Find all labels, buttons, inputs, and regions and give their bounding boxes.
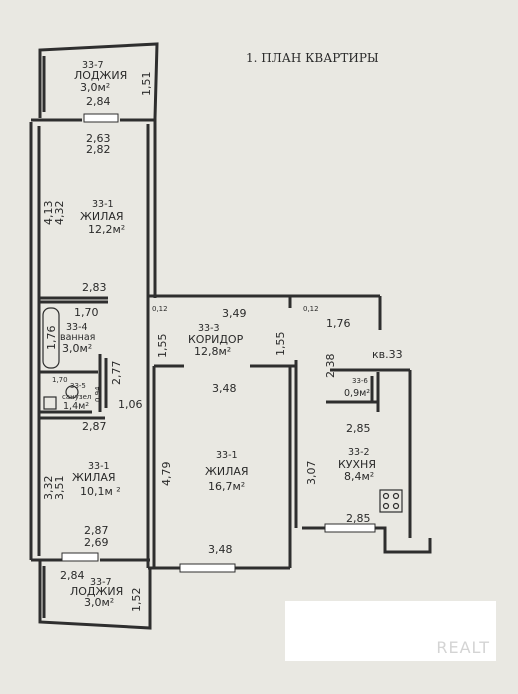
bathtub-icon [42, 307, 60, 369]
dimension-label: 1,06 [118, 398, 143, 411]
room-code: 33-1 [216, 450, 238, 461]
room-code: 33-3 [198, 323, 220, 334]
room-area: 10,1м ² [80, 485, 121, 498]
dimension-label: 2,63 [86, 132, 111, 145]
room-code: 33-7 [90, 577, 112, 588]
dimension-label: 3,51 [53, 476, 66, 501]
dimension-label: 4,32 [53, 201, 66, 226]
room-name: ЖИЛАЯ [80, 210, 124, 223]
plan-title: 1. ПЛАН КВАРТИРЫ [246, 51, 379, 65]
room-bath: 33-4 ванная 3,0м² [60, 322, 95, 355]
room-living-bottom: 33-1 ЖИЛАЯ 10,1м ² [72, 461, 121, 498]
dimension-label: 2,38 [324, 354, 337, 379]
room-name: ванная [60, 332, 95, 343]
room-loggia-bottom: 33-7 ЛОДЖИЯ 3,0м² [70, 577, 123, 609]
room-code: 33-6 [352, 377, 368, 385]
dimension-label: 2,87 [82, 420, 107, 433]
room-corridor: 33-3 КОРИДОР 12,8м² [188, 323, 244, 358]
dimension-label: 1,52 [130, 588, 143, 613]
dimension-label: 3,07 [305, 461, 318, 486]
privacy-cover: REALT [285, 601, 496, 661]
dimension-label: 2,69 [84, 536, 109, 549]
room-code: 33-7 [82, 60, 104, 71]
apartment-label: кв.33 [372, 348, 403, 361]
dimension-label: 4,13 [42, 201, 55, 226]
dimension-label: 2,85 [346, 512, 371, 525]
room-kitchen: 33-2 КУХНЯ 8,4м² [338, 447, 376, 483]
room-area: 12,2м² [88, 223, 125, 236]
dimension-label: 1,55 [156, 334, 169, 359]
room-code: 33-1 [88, 461, 110, 472]
interior-walls [39, 296, 410, 568]
room-area: 16,7м² [208, 480, 245, 493]
dimension-labels: 2,84 1,51 2,63 2,82 4,13 4,32 2,83 1,70 … [42, 72, 371, 613]
room-area: 0,9м² [344, 388, 370, 399]
dimension-label: 1,76 [45, 326, 58, 351]
exterior-walls [29, 42, 432, 630]
dimension-label: 1,55 [274, 332, 287, 357]
room-code: 33-5 [70, 382, 86, 390]
dimension-label: 2,84 [86, 95, 111, 108]
room-name: ЖИЛАЯ [205, 465, 249, 478]
room-area: 3,0м² [62, 342, 92, 355]
watermark-logo: REALT [436, 638, 490, 657]
room-name: ЛОДЖИЯ [70, 585, 123, 598]
room-name: санузел [62, 393, 91, 401]
dimension-label: 2,82 [86, 143, 111, 156]
room-code: 33-2 [348, 447, 370, 458]
dimension-label: 0,94 [94, 386, 102, 402]
room-area: 12,8м² [194, 345, 231, 358]
room-code: 33-4 [66, 322, 88, 333]
dimension-label: 1,51 [140, 72, 153, 97]
dimension-label: 3,48 [208, 543, 233, 556]
fixtures [42, 307, 403, 513]
room-living-center: 33-1 ЖИЛАЯ 16,7м² [205, 450, 249, 493]
room-loggia-top: 33-7 ЛОДЖИЯ 3,0м² [74, 60, 127, 94]
room-name: КОРИДОР [188, 333, 244, 346]
room-area: 1,4м² [63, 401, 89, 412]
dimension-label: 2,77 [110, 361, 123, 386]
dimension-label: 0,12 [303, 305, 319, 313]
room-area: 8,4м² [344, 470, 374, 483]
stove-icon [379, 489, 403, 513]
dimension-label: 3,49 [222, 307, 247, 320]
dimension-label: 4,79 [160, 462, 173, 487]
room-closet: 33-6 0,9м² [344, 377, 370, 399]
dimension-label: 2,83 [82, 281, 107, 294]
dimension-label: 2,87 [84, 524, 109, 537]
dimension-label: 1,70 [74, 306, 99, 319]
room-name: ЛОДЖИЯ [74, 69, 127, 82]
dimension-label: 0,12 [152, 305, 168, 313]
room-area: 3,0м² [80, 81, 110, 94]
dimension-label: 3,48 [212, 382, 237, 395]
dimension-label: 3,32 [42, 476, 55, 501]
room-area: 3,0м² [84, 596, 114, 609]
sink-icon [43, 396, 57, 410]
dimension-label: 1,70 [52, 376, 68, 384]
room-living-top: 33-1 ЖИЛАЯ 12,2м² [80, 199, 125, 236]
dimension-label: 1,76 [326, 317, 351, 330]
room-name: ЖИЛАЯ [72, 471, 116, 484]
toilet-icon [65, 385, 79, 399]
dimension-label: 2,85 [346, 422, 371, 435]
room-code: 33-1 [92, 199, 114, 210]
dimension-label: 2,84 [60, 569, 85, 582]
room-wc: 33-5 санузел 1,4м² [62, 382, 91, 412]
room-name: КУХНЯ [338, 458, 376, 471]
